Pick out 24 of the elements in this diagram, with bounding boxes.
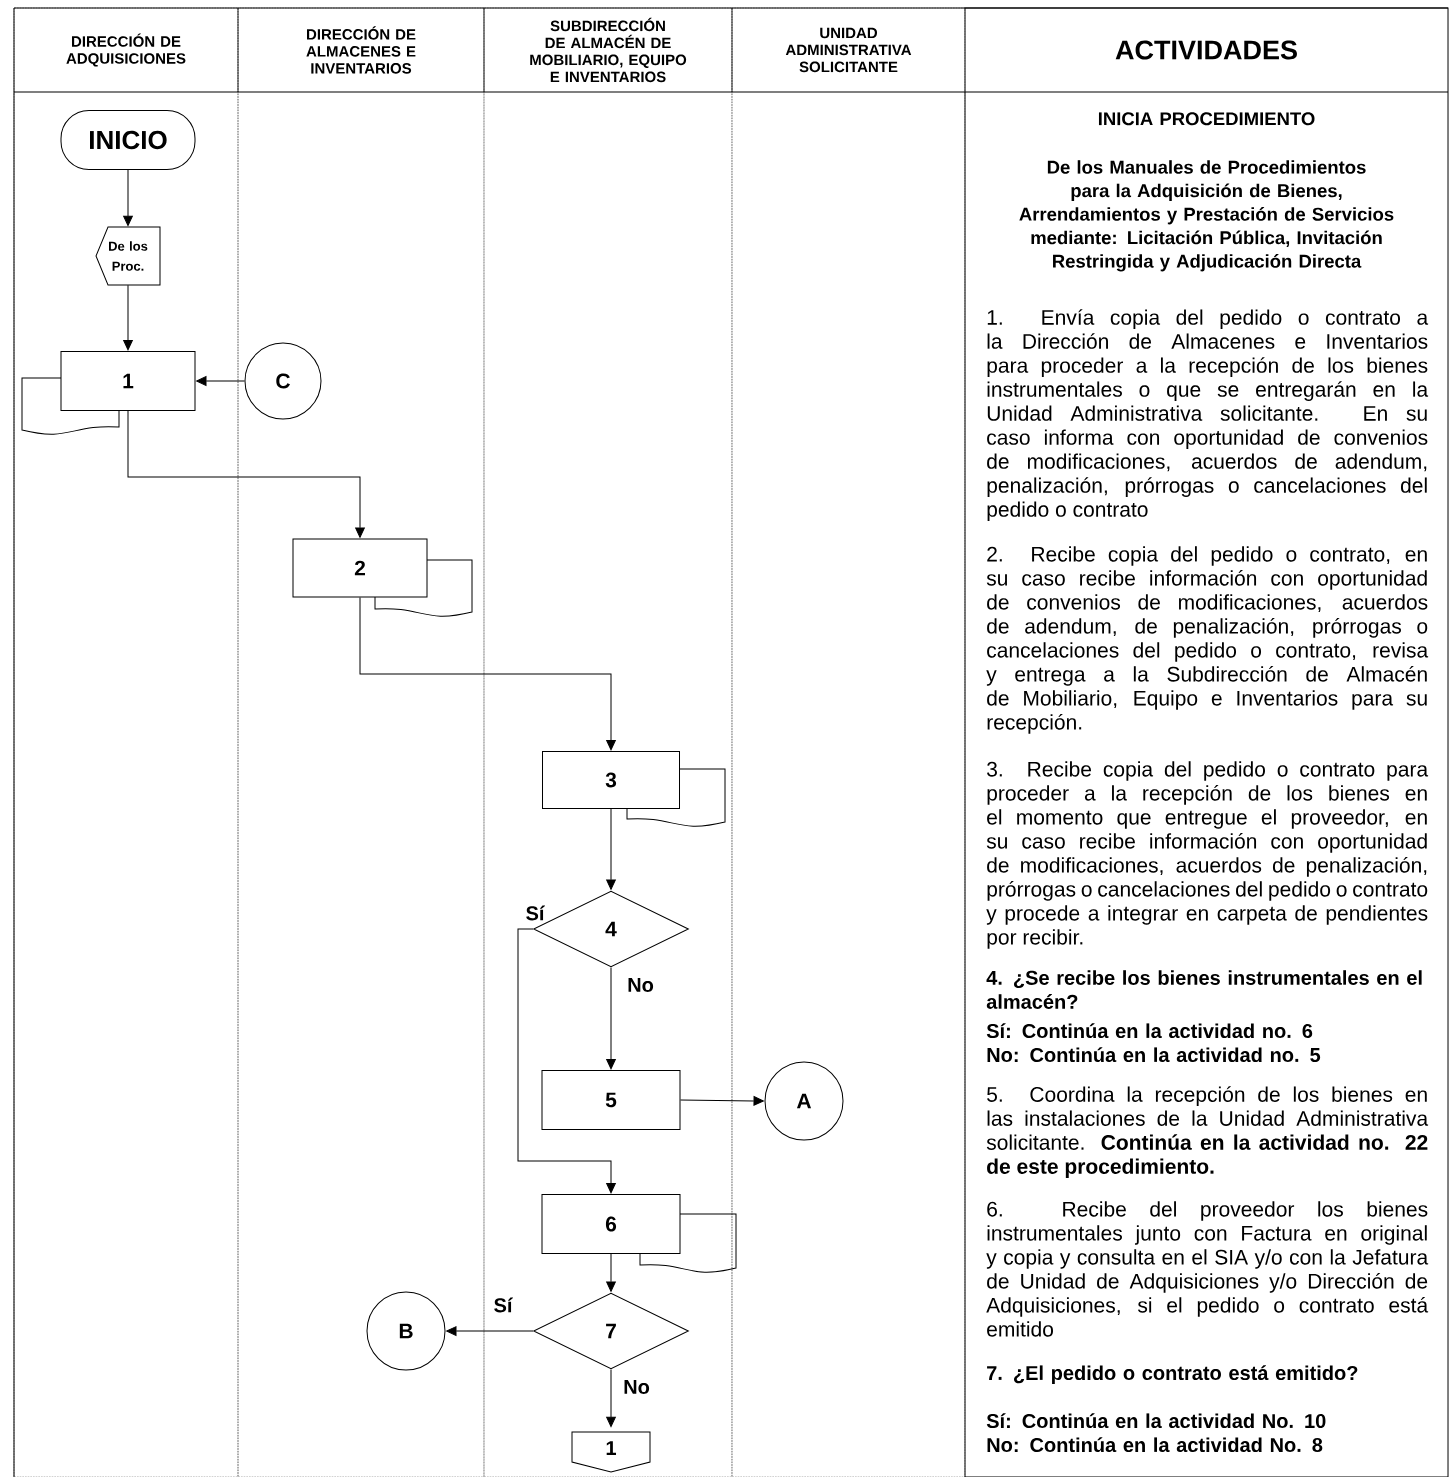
document-process-box: 6 (541, 1194, 737, 1273)
arrow (606, 808, 616, 890)
arrow (127, 410, 365, 538)
document-process-box: 3 (542, 751, 726, 827)
arrow (606, 967, 616, 1070)
arrow (359, 597, 616, 751)
off-page-connector: 1 (571, 1431, 651, 1473)
edge-label: No (622, 1379, 651, 1395)
arrow (446, 1326, 534, 1336)
arrow (606, 1253, 616, 1292)
arrow (680, 1096, 764, 1106)
document-process-box: 2 (292, 538, 473, 617)
arrow (606, 1369, 616, 1428)
arrow (196, 376, 245, 386)
arrow (517, 928, 616, 1194)
arrow (123, 284, 133, 351)
process-box: 5 (541, 1070, 681, 1130)
activities-column: ACTIVIDADES INICIA PROCEDIMIENTO De los Manuales de Procedimientos para la Adquisición de Bienes, Arrendamientos y Prestación de Servicios mediante: Licitación Pública, Invitación Restringida y Adjudicación Directa 1. Envía copia del pedido o contrato a la Dirección de Almacenes e Inventarios para proceder a la recepción de los bienes instrumentales o que se entregarán en la Unidad Administrativa solicitante. En su caso informa con oportunidad de convenios de modificaciones, acuerdos de adendum, penalización, prórrogas o cancelaciones del pedido o contrato 2. Recibe copia del pedido o contrato, en su caso recibe información con oportunidad de convenios de modificaciones, acuerdos de adendum, de penalización, prórrogas o cancelaciones del pedido o contrato, revisa y entrega a la Subdirección de Almacén de Mobiliario, Equipo e Inventarios para su recepción. 3. Recibe copia del pedido o contrato para proceder a la recepción de los bienes en el momento que entregue el proveedor, en su caso recibe información con oportunidad de modificaciones, acuerdos de penalización, prórrogas o cancelaciones del pedido o contrato y procede a integrar en carpeta de pendientes por recibir. 4. ¿Se recibe los bienes instrumentales en el almacén? Sí: Continúa en la actividad no. 6 No: Continúa en la actividad no. 5 5. Coordina la recepción de los bienes en las instalaciones de la Unidad Administrativa solicitante. Continúa en la actividad no. 22 de este procedimiento. 6. Recibe del proveedor los bienes instrumentales junto con Factura en original y copia y consulta en el SIA y/o con la Jefatura de Unidad de Adquisiciones y/o Dirección de Adquisiciones, si el pedido o contrato está emitido 7. ¿El pedido o contrato está emitido? Sí: Continúa en la actividad No. 10 No: Continúa en la actividad No. 8 (964, 7, 1449, 1477)
edge-label: Sí (492, 1296, 514, 1314)
arrow (123, 169, 133, 227)
off-page-connector: De los Proc. (95, 226, 161, 286)
terminator: INICIO (60, 110, 196, 170)
document-process-box: 1 (21, 351, 196, 435)
edge-label: No (626, 977, 655, 993)
